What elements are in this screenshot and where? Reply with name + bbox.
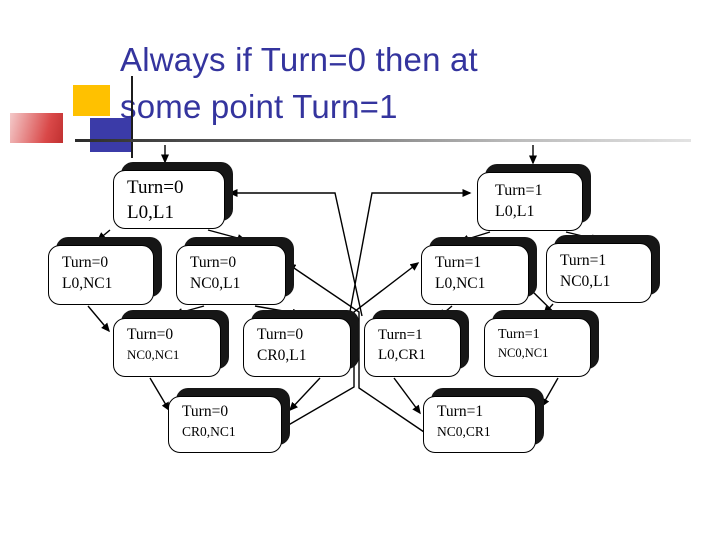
state-turn-label: Turn=0 xyxy=(182,403,229,420)
state-node-turn0-nc0l1: Turn=0 NC0,L1 xyxy=(176,245,286,305)
state-locs-label: L0,L1 xyxy=(127,202,174,224)
arrow-t1nc0cr1-to-t0nc0l1 xyxy=(286,263,425,433)
arrow-t1nc0nc1-to-t1nc0cr1 xyxy=(541,377,559,408)
state-node-turn0-nc0nc1: Turn=0 NC0,NC1 xyxy=(113,318,221,377)
arrow-t1l0l1-to-t1nc0l1 xyxy=(565,231,601,243)
state-node-turn1-l0nc1: Turn=1 L0,NC1 xyxy=(421,245,529,305)
arrow-t0l0nc1-to-t0nc0nc1 xyxy=(87,305,110,333)
slide-title-line2: some point Turn=1 xyxy=(120,88,398,125)
arrow-t1l0cr1-to-t0l0l1 xyxy=(228,189,363,317)
arrow-t0cr0l1-to-t1l0l1 xyxy=(348,189,472,318)
slide-title-line1: Always if Turn=0 then at xyxy=(120,41,478,78)
state-node-turn1-nc0nc1: Turn=1 NC0,NC1 xyxy=(484,318,591,377)
state-turn-label: Turn=0 xyxy=(127,177,184,198)
state-node-turn0-cr0l1: Turn=0 CR0,L1 xyxy=(243,318,351,377)
arrow-t0nc0nc1-to-t0cr0nc1 xyxy=(149,377,170,412)
state-locs-label: NC0,CR1 xyxy=(437,423,491,439)
state-turn-label: Turn=1 xyxy=(495,182,543,199)
state-turn-label: Turn=0 xyxy=(127,326,174,343)
state-locs-label: NC0,L1 xyxy=(190,274,241,292)
arrow-t0cr0l1-to-t0cr0nc1 xyxy=(288,377,321,412)
state-locs-label: CR0,L1 xyxy=(257,346,307,364)
state-locs-label: CR0,NC1 xyxy=(182,423,236,439)
arrow-t0l0l1-to-t0l0nc1 xyxy=(96,229,111,241)
state-turn-label: Turn=0 xyxy=(190,254,237,271)
arrow-t1l0nc1-to-t1l0cr1 xyxy=(437,305,453,318)
arrow-t1nc0l1-to-t1nc0nc1 xyxy=(542,303,554,316)
state-node-turn0-cr0nc1: Turn=0 CR0,NC1 xyxy=(168,396,282,453)
state-locs-label: NC0,NC1 xyxy=(127,346,180,362)
state-node-turn1-nc0l1: Turn=1 NC0,L1 xyxy=(546,243,652,303)
state-locs-label: L0,NC1 xyxy=(435,274,486,292)
state-locs-label: NC0,L1 xyxy=(560,272,611,290)
state-node-turn0-l0nc1: Turn=0 L0,NC1 xyxy=(48,245,154,305)
decor-crosshair-line xyxy=(131,76,133,158)
decor-blue-square xyxy=(90,118,131,152)
state-turn-label: Turn=1 xyxy=(437,403,484,420)
state-locs-label: L0,L1 xyxy=(495,203,535,221)
state-node-turn1-l0cr1: Turn=1 L0,CR1 xyxy=(364,318,461,377)
state-node-turn1-l0l1: Turn=1 L0,L1 xyxy=(477,172,583,231)
arrow-t1l0l1-to-t1l0nc1 xyxy=(459,231,491,243)
decor-yellow-square xyxy=(73,85,110,116)
decor-red-square xyxy=(10,113,63,143)
state-turn-label: Turn=0 xyxy=(62,254,109,271)
arrow-t0l0l1-to-t0nc0l1 xyxy=(207,229,247,242)
slide-title: Always if Turn=0 then at some point Turn… xyxy=(120,36,680,130)
state-turn-label: Turn=0 xyxy=(257,326,304,343)
state-turn-label: Turn=1 xyxy=(560,252,607,269)
arrow-t0nc0l1-to-t0cr0l1 xyxy=(254,305,302,317)
state-turn-label: Turn=1 xyxy=(378,327,423,343)
state-locs-label: L0,CR1 xyxy=(378,347,426,364)
state-turn-label: Turn=1 xyxy=(435,254,482,271)
arrow-t0nc0l1-to-t0nc0nc1 xyxy=(173,305,205,316)
arrow-t1l0cr1-to-t1nc0cr1 xyxy=(393,377,421,415)
state-locs-label: L0,NC1 xyxy=(62,274,113,292)
state-node-turn1-nc0cr1: Turn=1 NC0,CR1 xyxy=(423,396,536,453)
state-node-turn0-l0l1: Turn=0 L0,L1 xyxy=(113,170,225,229)
arrow-t0cr0nc1-to-t1l0nc1 xyxy=(284,262,420,428)
state-turn-label: Turn=1 xyxy=(498,327,540,342)
title-underline-rule xyxy=(75,139,691,142)
state-locs-label: NC0,NC1 xyxy=(498,345,549,360)
